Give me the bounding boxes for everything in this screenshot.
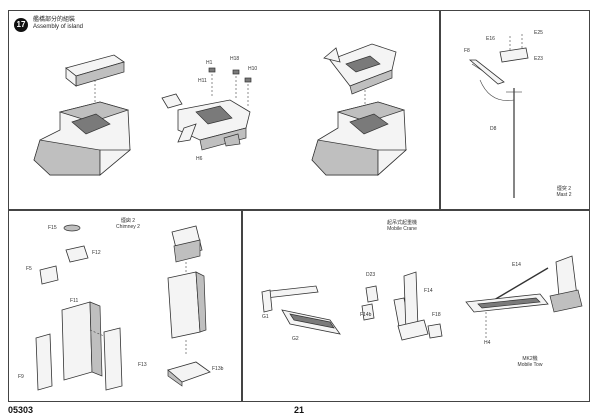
page-number: 21 [294,405,305,415]
label-h6: H6 [196,156,203,162]
island-part-b [161,67,252,151]
panel-mobile-crane [242,210,590,402]
island-part-c [311,43,408,176]
label-g2: G2 [292,336,299,342]
label-f15: F15 [48,225,57,231]
label-f5: F5 [26,266,32,272]
crane-caption-cn: 起吊式起重機 [386,220,417,226]
label-e14: E14 [512,262,521,268]
crane-caption-en: Mobile Crane [387,226,417,232]
label-g1: G1 [262,314,269,320]
label-f18: F18 [432,312,441,318]
mk-caption-cn: MK2機 [522,356,538,362]
label-h10: H10 [248,66,258,72]
chimney-caption-en: Chimney 2 [116,224,140,230]
crane-drawing [261,255,583,341]
mast-caption: 煙突 2 Mast 2 [548,186,580,198]
step-title: 艦橋部分的組裝 Assembly of island [33,17,83,31]
product-code: 05303 [8,405,34,415]
label-h4: H4 [484,340,491,346]
label-h11: H11 [198,78,207,84]
mast-caption-en: Mast 2 [556,192,572,198]
chimney-drawing [35,224,211,391]
label-e23: E23 [534,56,543,62]
mast-caption-cn: 煙突 2 [556,186,572,192]
island-part-a [33,54,132,176]
label-h1: H1 [206,60,213,66]
mast-drawing [468,34,529,198]
label-h18: H18 [230,56,240,62]
step-number-badge: 17 [14,18,28,32]
panel-chimney [8,210,242,402]
label-e16: E16 [486,36,495,42]
crane-caption: 起吊式起重機 Mobile Crane [374,220,430,232]
label-f14: F14 [424,288,433,294]
chimney-caption: 煙囱 2 Chimney 2 [110,218,146,230]
mk-caption: MK2機 Mobile Tow [510,356,550,368]
label-f13-lower: F13b [212,366,224,372]
label-f13: F13 [138,362,147,368]
label-f8: F8 [464,48,470,54]
label-f11: F11 [70,298,79,304]
label-f9: F9 [18,374,24,380]
label-e25: E25 [534,30,543,36]
mk-caption-en: Mobile Tow [517,362,543,368]
panel-mast [440,10,590,210]
label-f12: F12 [92,250,101,256]
step-title-cn: 艦橋部分的組裝 [33,17,76,23]
label-f14-left: F14b [360,312,372,318]
label-d23: D23 [366,272,376,278]
chimney-caption-cn: 煙囱 2 [120,218,136,224]
label-d8: D8 [490,126,497,132]
step-title-en: Assembly of island [33,24,84,30]
panel-step-17-island [8,10,440,210]
